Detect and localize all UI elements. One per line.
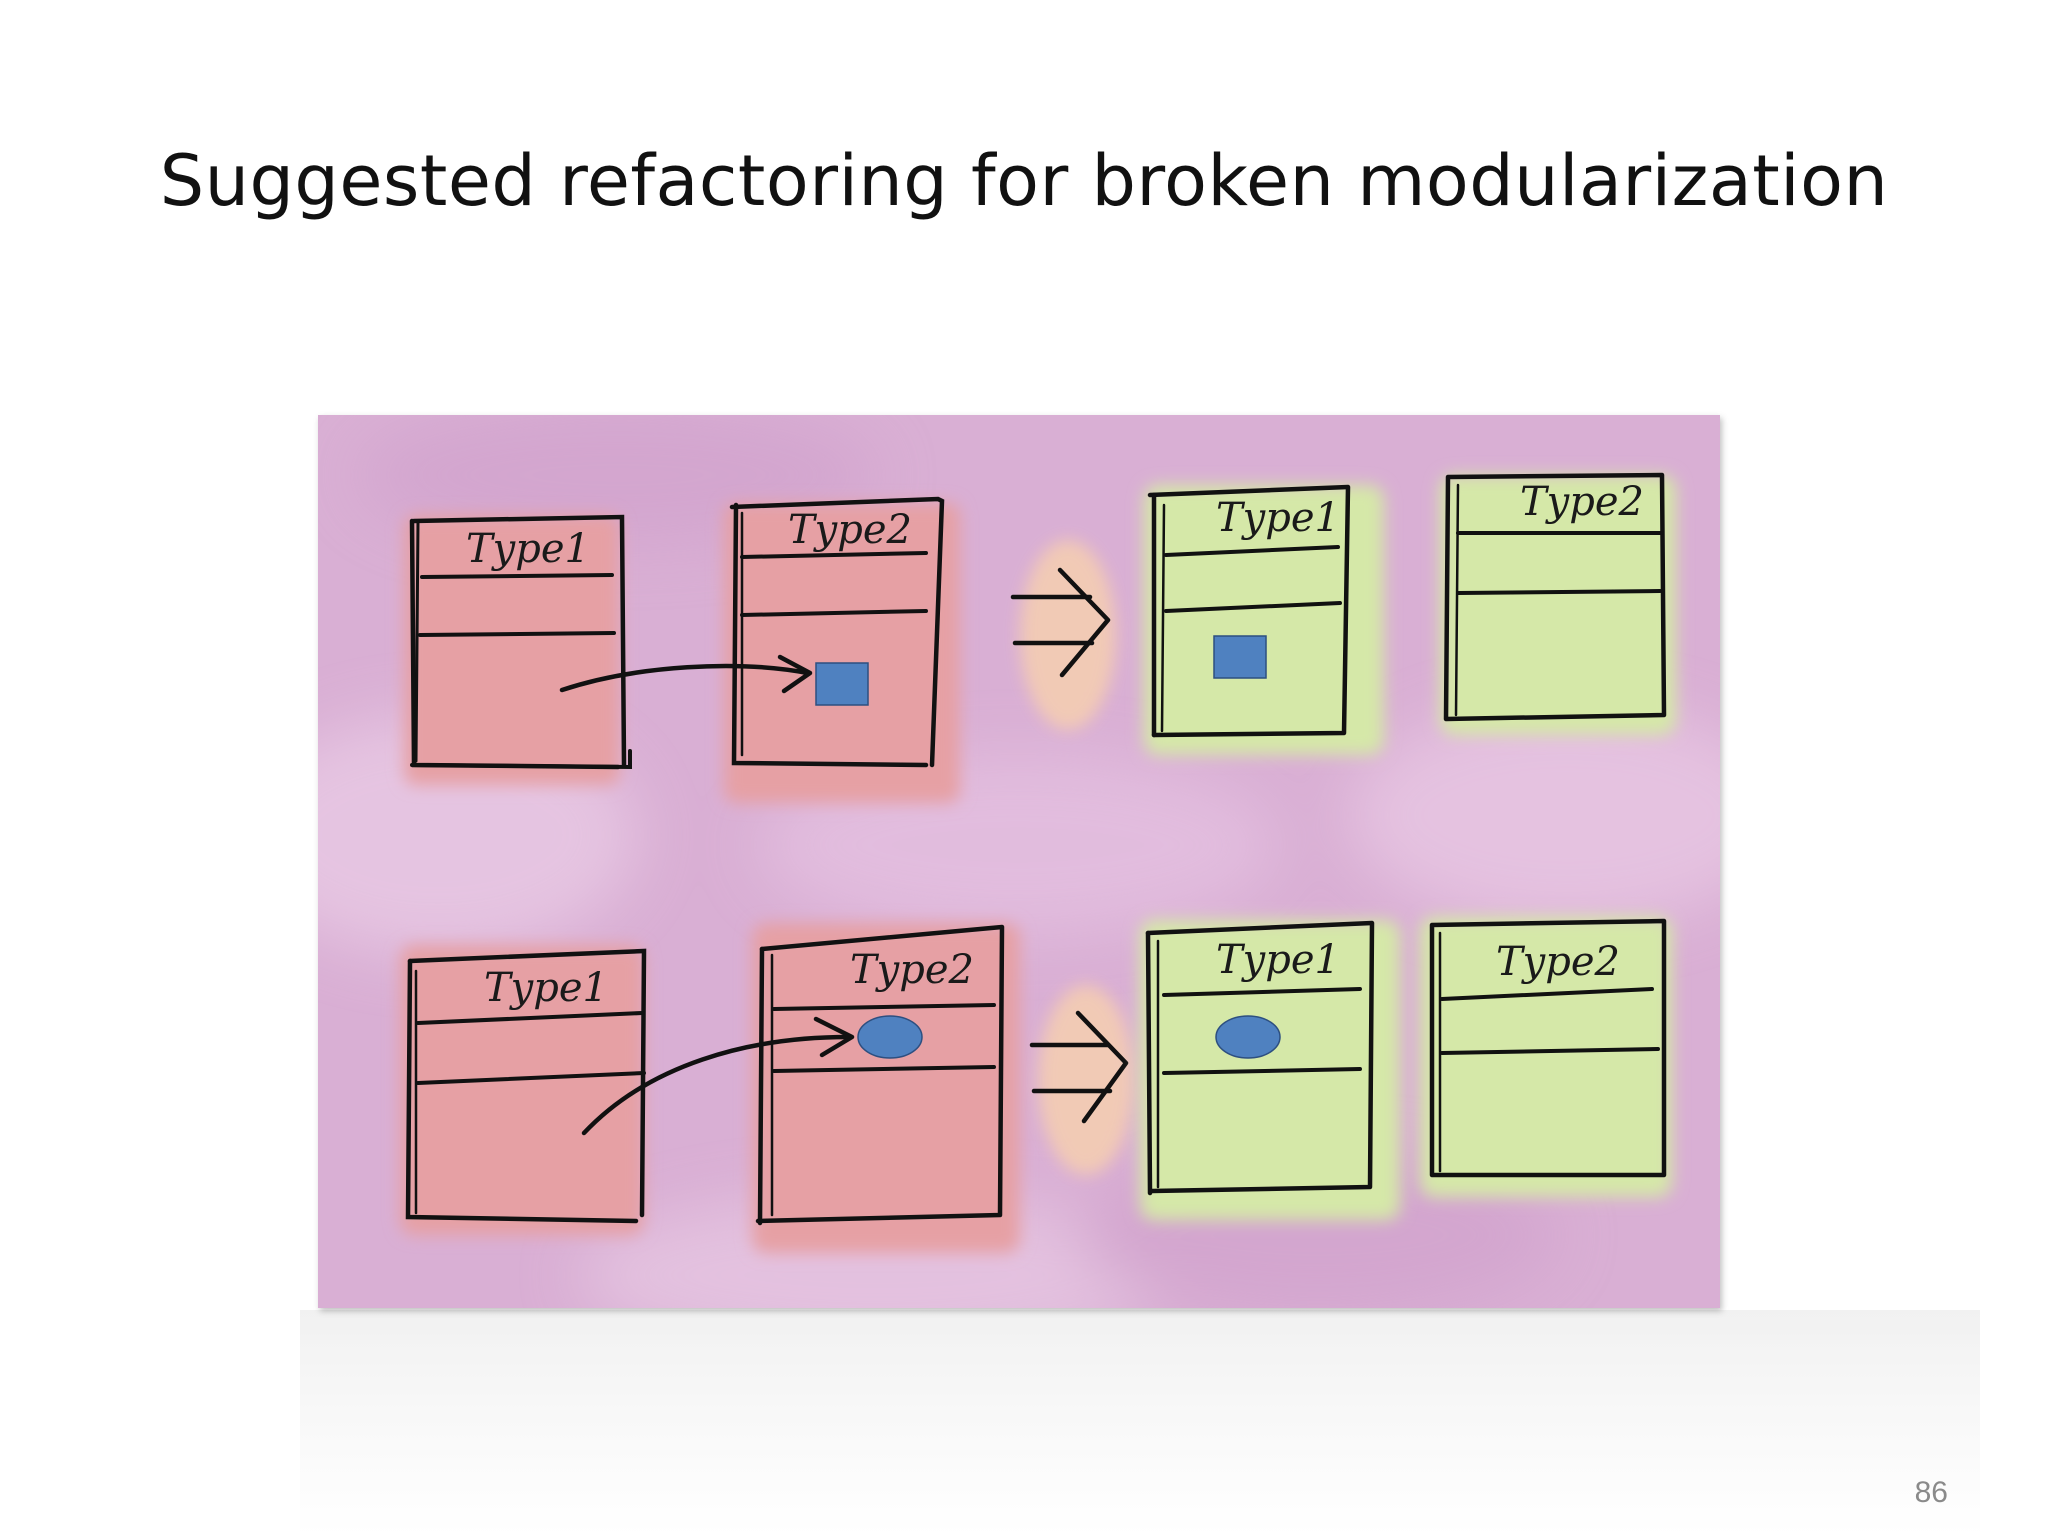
row2-type2-before-box: Type2 [752,923,1020,1253]
row2-type2-after-box: Type2 [1420,917,1672,1197]
row1-member-square [815,662,869,706]
row1-type2-before-label: Type2 [788,507,912,553]
row2-type1-before-box: Type1 [400,945,647,1235]
row2-refactor-arrow [1029,985,1134,1175]
row2-type2-before-label: Type2 [850,947,974,993]
refactoring-diagram: Type1 Type2 [318,415,1720,1308]
row1-type2-after-label: Type2 [1520,479,1644,525]
background-shade [300,1310,1980,1536]
row1-type1-before-label: Type1 [466,526,590,572]
slide-title: Suggested refactoring for broken modular… [159,140,1889,222]
row2-type1-before-label: Type1 [484,965,608,1011]
row2-member-ellipse [857,1015,923,1059]
row1-moved-member-square [1213,635,1267,679]
row1-type1-before-box: Type1 [404,514,632,785]
row2-moved-member-ellipse [1215,1015,1281,1059]
row2-dependency-arrow [581,1016,855,1136]
row1-dependency-arrow [559,654,813,694]
row1-type2-before-box: Type2 [724,496,960,803]
row1-refactor-arrow [1010,540,1116,730]
row1-type2-after-box: Type2 [1440,472,1676,735]
page-number: 86 [1914,1476,1948,1509]
row1-type1-after-box: Type1 [1144,484,1384,755]
row2-type2-after-label: Type2 [1496,939,1620,985]
row2-type1-after-label: Type1 [1216,937,1340,983]
row2-type1-after-box: Type1 [1140,920,1400,1220]
row1-type1-after-label: Type1 [1216,495,1340,541]
